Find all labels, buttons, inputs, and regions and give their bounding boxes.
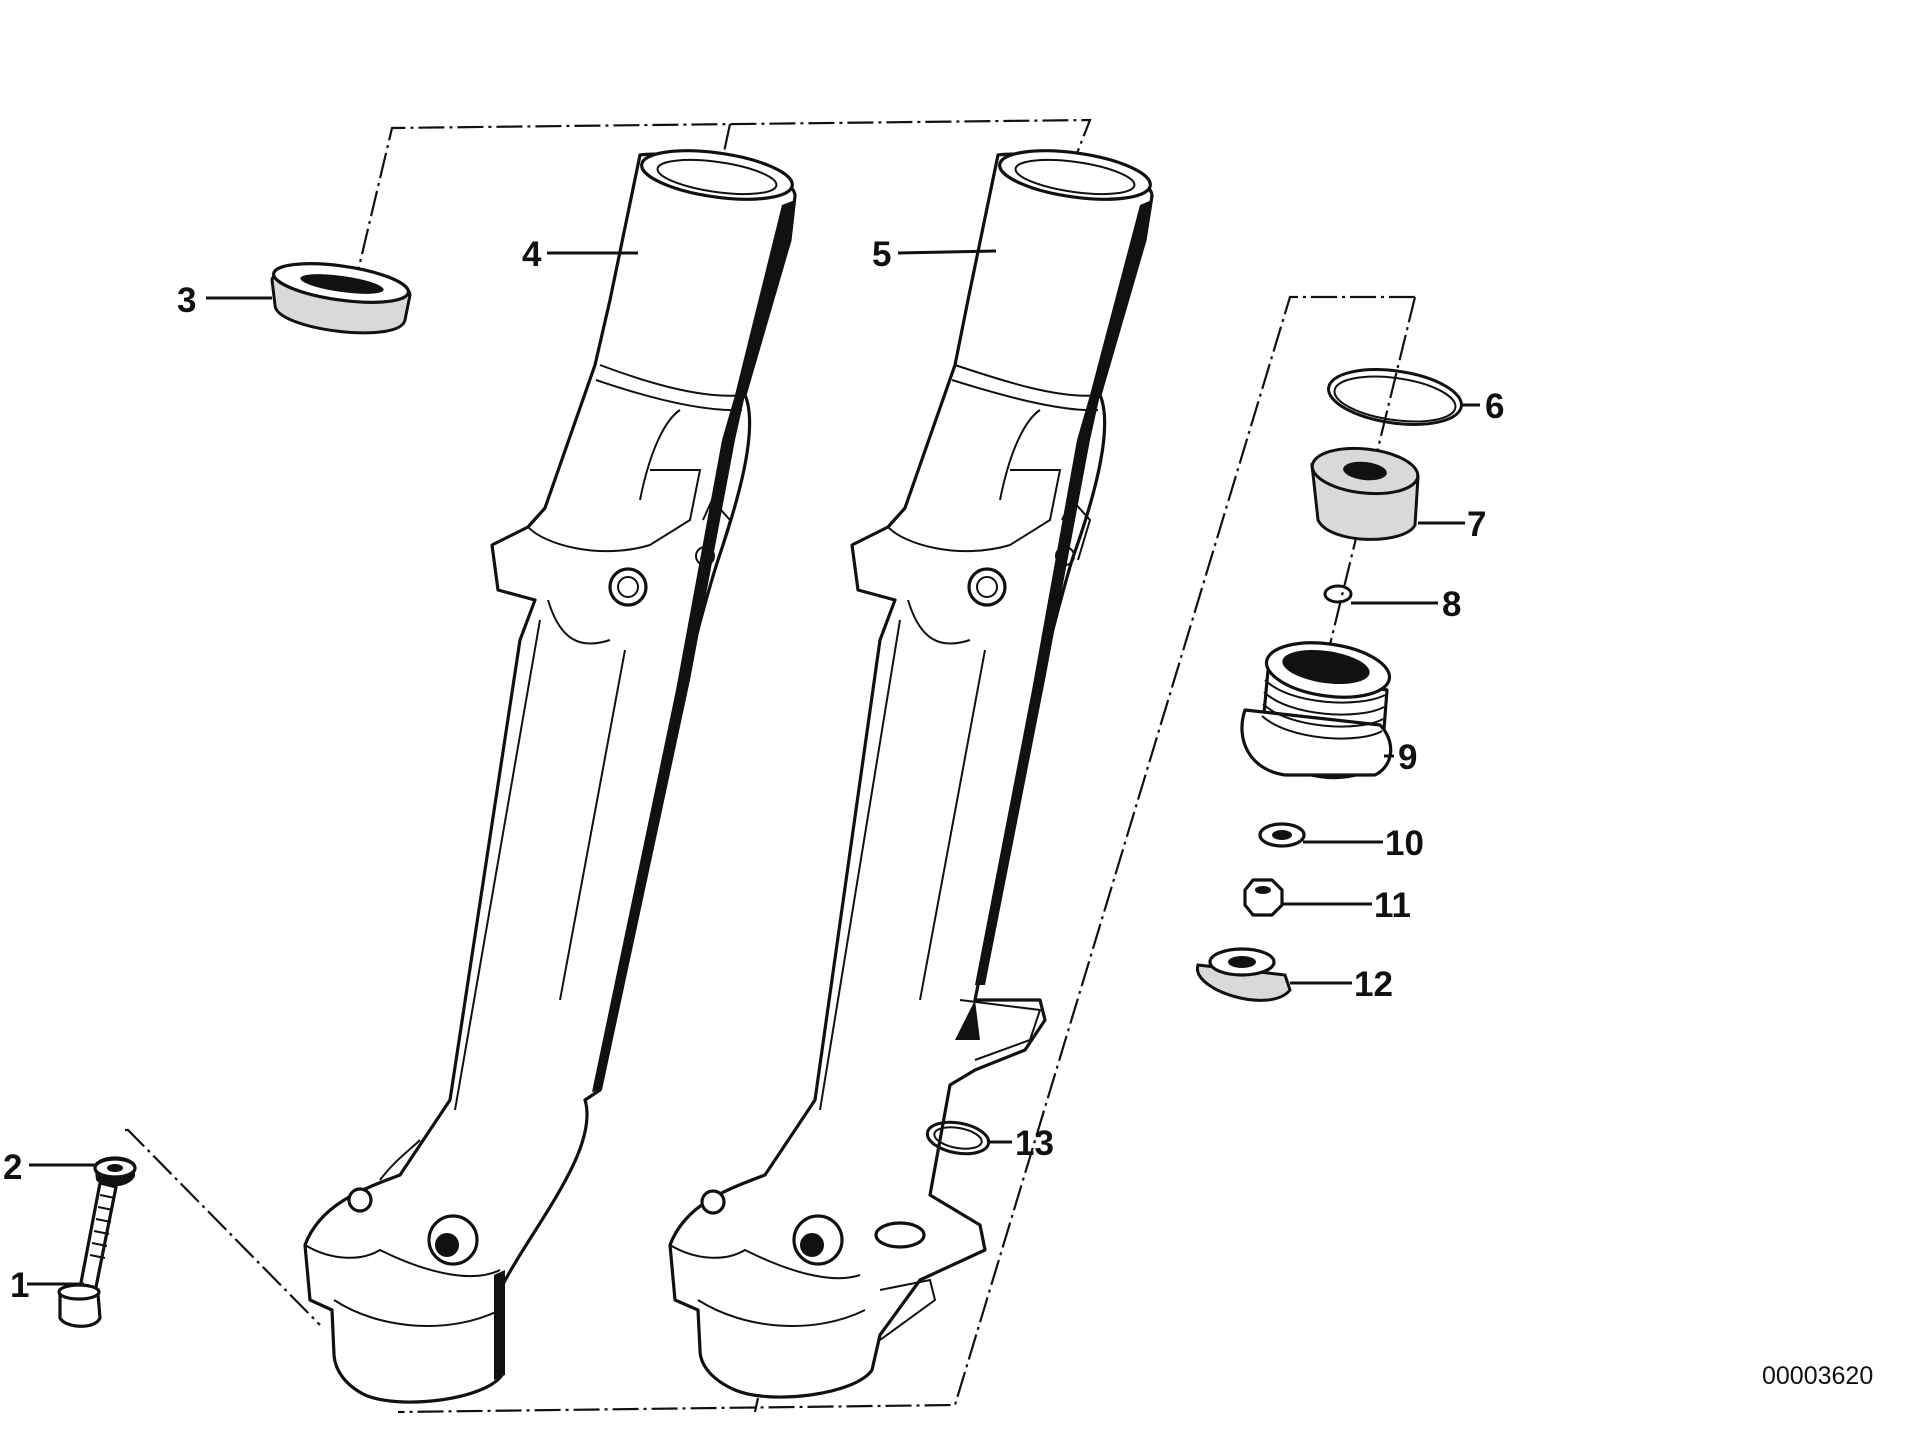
callout-12: 12 [1354, 965, 1393, 1004]
washer-part-10 [1258, 822, 1306, 848]
o-ring-part-13 [925, 1120, 991, 1156]
washer-part-2 [93, 1156, 137, 1187]
grommet-part-12 [1196, 947, 1292, 1002]
callout-2: 2 [3, 1148, 22, 1187]
bolt-part-1 [57, 1181, 118, 1328]
callout-4: 4 [522, 235, 542, 274]
callout-3: 3 [177, 281, 196, 320]
seal-ring-part-3 [270, 262, 412, 335]
callout-10: 10 [1385, 824, 1424, 863]
callout-8: 8 [1442, 585, 1461, 624]
callouts: 1 2 3 4 5 6 7 8 9 10 11 12 13 [3, 235, 1504, 1305]
threaded-plug-part-9 [1240, 641, 1393, 780]
fork-slider-left [303, 149, 797, 1404]
callout-7: 7 [1467, 505, 1486, 544]
callout-13: 13 [1015, 1124, 1054, 1163]
bushing-part-7 [1310, 446, 1420, 541]
leader-lines [27, 249, 1480, 1286]
callout-9: 9 [1398, 738, 1417, 777]
small-washer-part-8 [1323, 584, 1353, 604]
o-ring-part-6 [1327, 368, 1463, 426]
callout-5: 5 [872, 235, 891, 274]
fork-slider-right [668, 149, 1154, 1399]
callout-1: 1 [10, 1266, 29, 1305]
callout-11: 11 [1374, 886, 1411, 925]
document-number: 00003620 [1762, 1362, 1873, 1390]
nut-part-11 [1243, 878, 1284, 917]
callout-6: 6 [1485, 387, 1504, 426]
